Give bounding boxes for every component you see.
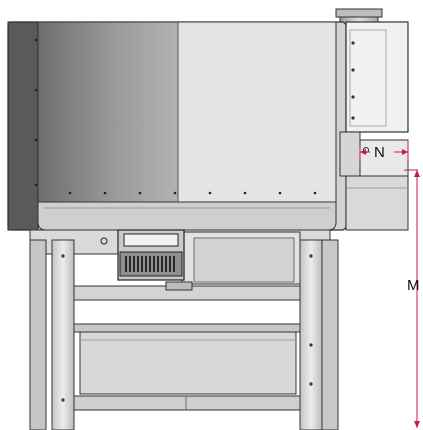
dimension-m-label: M [407,277,420,294]
dimension-n: N [359,140,409,162]
support-frame [29,229,339,430]
main-housing [7,21,347,231]
dimension-m: M [404,169,420,428]
motor-module [165,231,301,291]
dimension-n-label: N [374,144,385,161]
rear-control-box [339,21,409,231]
cooling-fan-block [100,229,185,281]
